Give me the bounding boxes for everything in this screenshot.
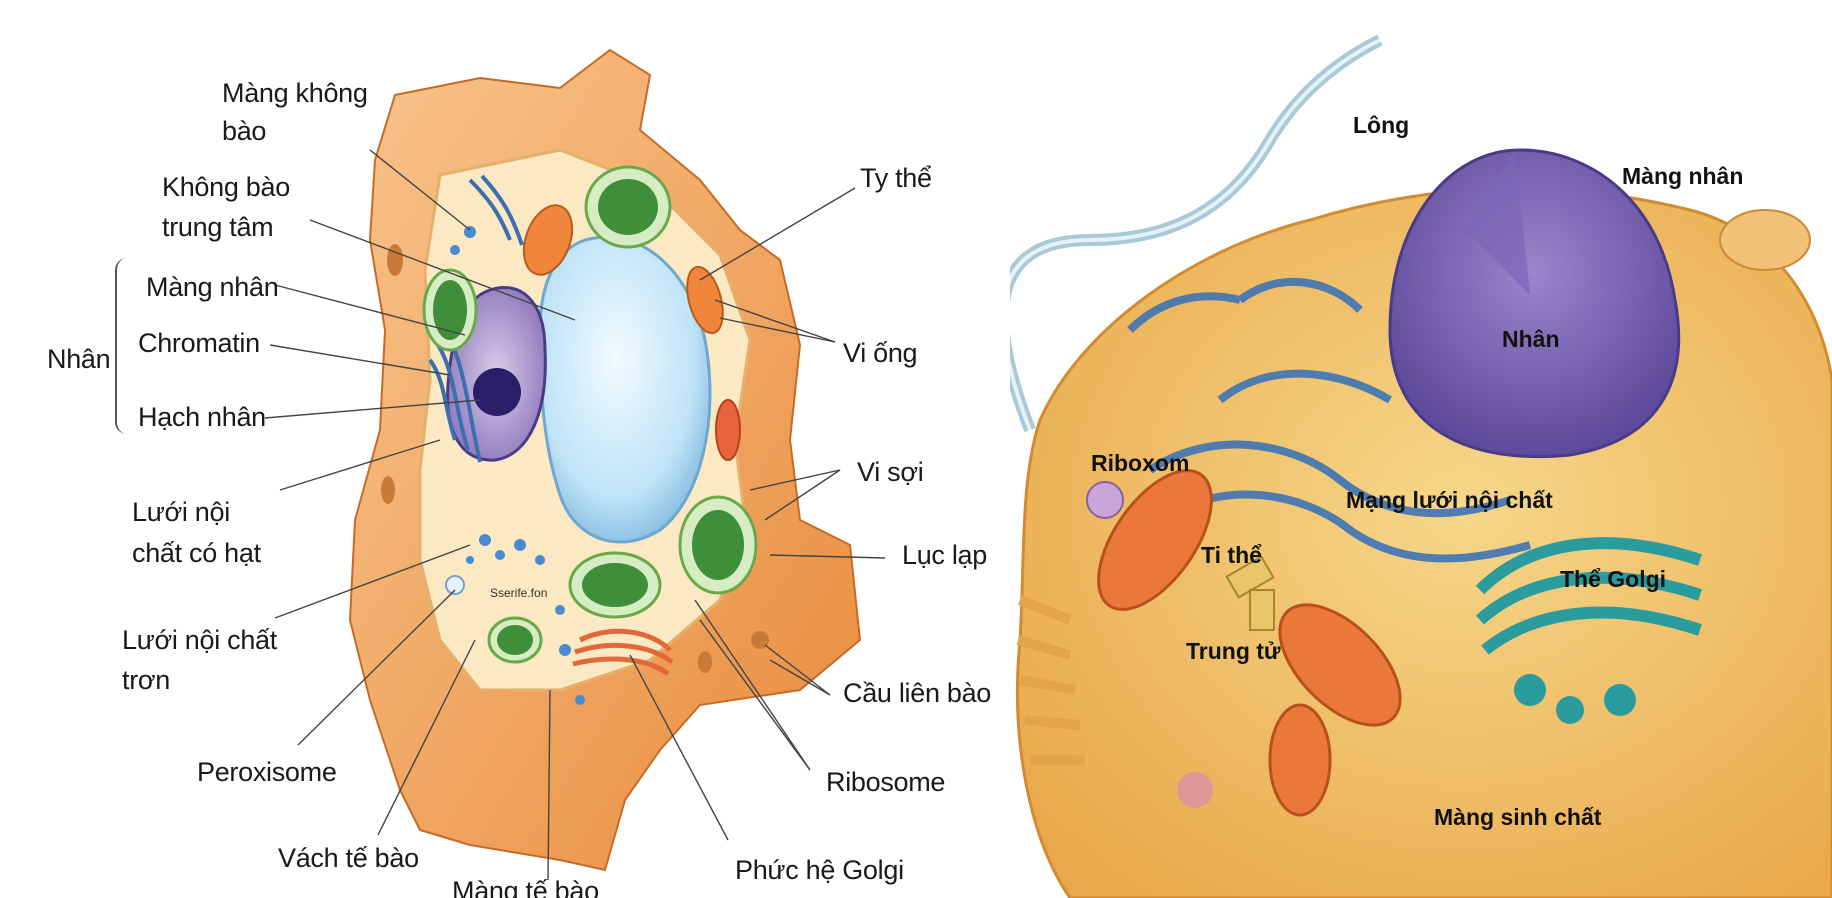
label-riboxom: Riboxom xyxy=(1091,451,1189,477)
label-phuc-he-golgi: Phức hệ Golgi xyxy=(735,855,904,885)
watermark-text: Sserife.fon xyxy=(490,587,547,600)
label-nhan-animal: Nhân xyxy=(1502,327,1560,353)
label-mang-khong-bao-line1: Màng không xyxy=(222,78,368,108)
label-long: Lông xyxy=(1353,113,1409,139)
label-peroxisome: Peroxisome xyxy=(197,757,337,787)
label-mang-te-bao: Màng tế bào xyxy=(452,876,599,898)
label-luc-lap: Lục lạp xyxy=(902,540,987,570)
nucleus-brace xyxy=(115,258,131,434)
label-luoi-tron-line1: Lưới nội chất xyxy=(122,625,277,655)
nucleolus-shape xyxy=(473,368,521,416)
label-luoi-hat-line1: Lưới nội xyxy=(132,497,230,527)
label-ribosome: Ribosome xyxy=(826,767,945,797)
label-khong-bao-line2: trung tâm xyxy=(162,212,273,242)
nucleus-shape xyxy=(1390,150,1679,457)
label-vach-te-bao: Vách tế bào xyxy=(278,843,419,873)
label-ti-the: Ti thể xyxy=(1201,543,1262,569)
plant-cell-panel: Màng không bào Không bào trung tâm Nhân … xyxy=(0,0,1010,898)
label-nhan: Nhân xyxy=(47,344,110,374)
label-chromatin: Chromatin xyxy=(138,328,260,358)
label-mang-sinh-chat: Màng sinh chất xyxy=(1434,805,1601,831)
animal-cell-panel: Lông Màng nhân Nhân Riboxom Mạng lưới nộ… xyxy=(1010,0,1832,898)
label-hach-nhan: Hạch nhân xyxy=(138,402,266,432)
label-khong-bao-line1: Không bào xyxy=(162,172,290,202)
label-cau-lien-bao: Cầu liên bào xyxy=(843,678,991,708)
label-ty-the: Ty thể xyxy=(860,163,932,193)
wall-pore-2 xyxy=(381,476,395,504)
label-vi-ong: Vi ống xyxy=(843,338,917,368)
vesicle-top-right xyxy=(1720,210,1810,270)
label-mang-nhan: Màng nhân xyxy=(146,272,278,302)
peroxisome-shape xyxy=(446,576,464,594)
lysosome-shape xyxy=(1087,482,1123,518)
label-the-golgi: Thể Golgi xyxy=(1560,567,1666,593)
label-trung-tu: Trung tử xyxy=(1186,639,1281,665)
wall-pore-4 xyxy=(698,651,712,673)
label-mang-luoi-noi-chat: Mạng lưới nội chất xyxy=(1346,488,1553,514)
plant-cell-illustration xyxy=(0,0,1010,898)
label-mang-khong-bao-line2: bào xyxy=(222,116,266,146)
label-vi-soi: Vi sợi xyxy=(857,457,923,487)
label-luoi-hat-line2: chất có hạt xyxy=(132,538,261,568)
label-luoi-tron-line2: trơn xyxy=(122,665,170,695)
wall-pore-1 xyxy=(387,244,403,276)
label-mang-nhan-animal: Màng nhân xyxy=(1622,164,1743,190)
animal-cell-illustration xyxy=(1010,0,1832,898)
vesicle-shape xyxy=(1177,772,1213,808)
